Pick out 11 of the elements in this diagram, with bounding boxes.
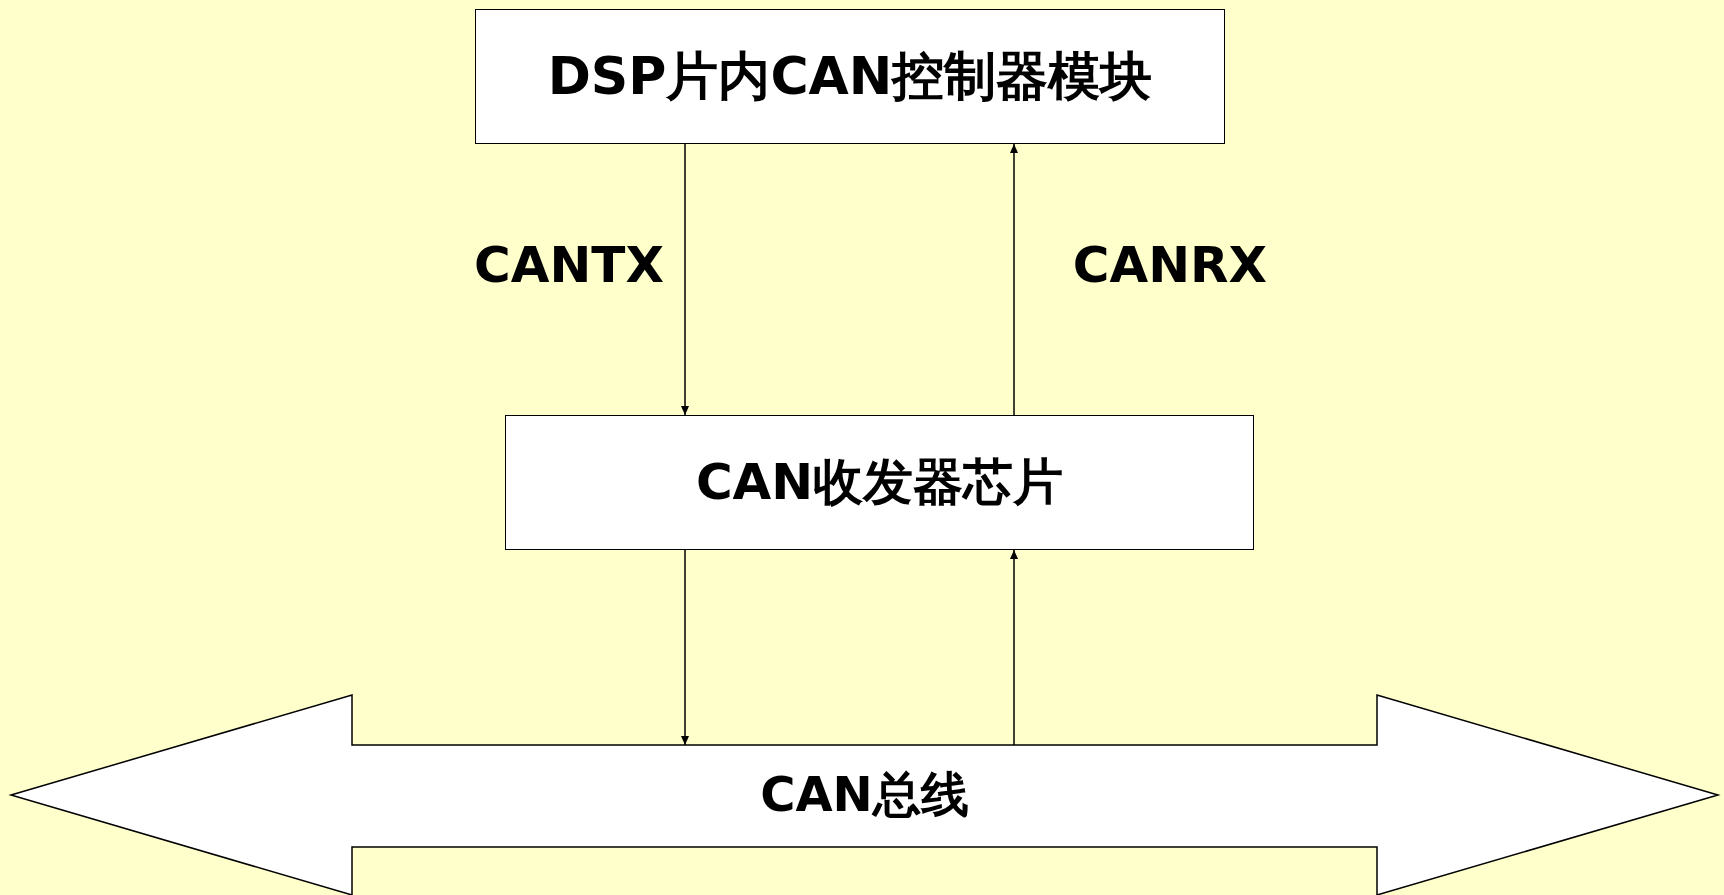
arrow	[681, 143, 689, 416]
edge-label: CANRX	[1072, 236, 1268, 294]
arrow	[1010, 549, 1018, 746]
box-label: CAN收发器芯片	[695, 452, 1064, 513]
process-box	[505, 415, 1254, 550]
box-label: DSP片内CAN控制器模块	[547, 44, 1153, 108]
process-box	[475, 9, 1225, 144]
edge-label: CANTX	[474, 236, 664, 294]
arrow	[681, 549, 689, 746]
box-label: CAN总线	[760, 765, 969, 824]
arrow	[1010, 143, 1018, 416]
